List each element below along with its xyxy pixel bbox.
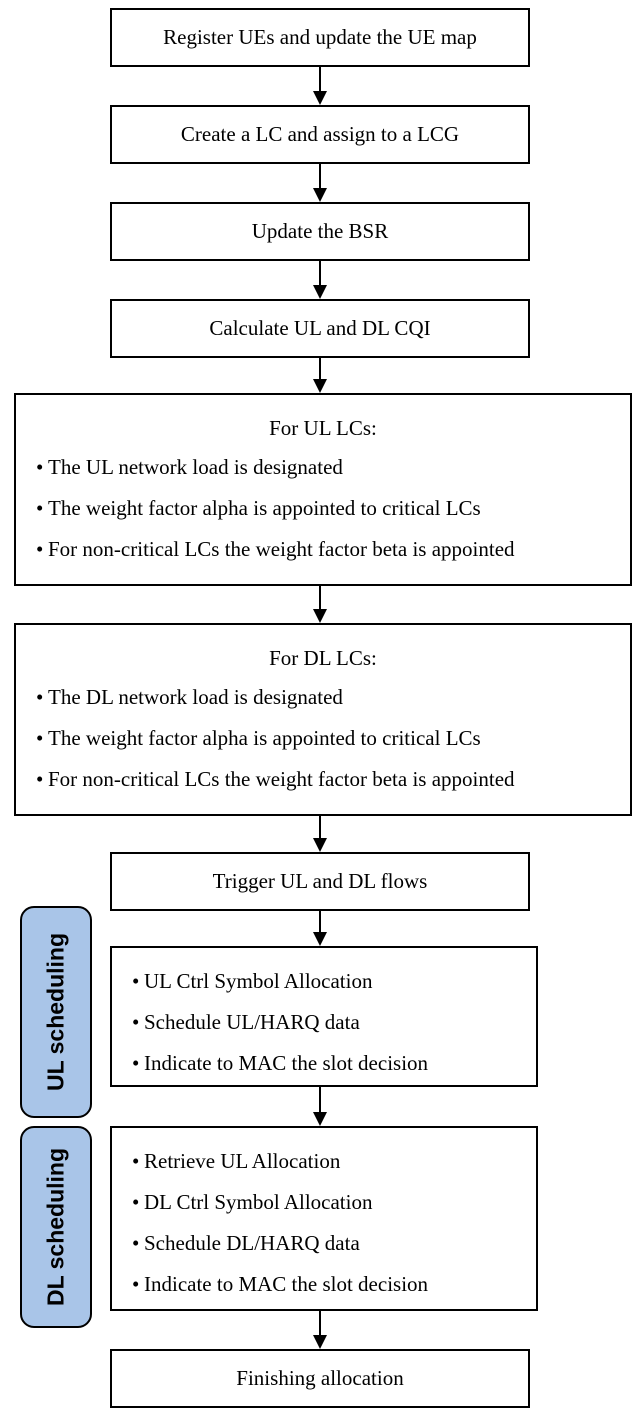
bullet: • bbox=[132, 1272, 140, 1296]
list-item: •The DL network load is designated bbox=[16, 677, 630, 718]
step-ul-scheduling: •UL Ctrl Symbol Allocation •Schedule UL/… bbox=[110, 946, 538, 1087]
list-item-text: Indicate to MAC the slot decision bbox=[144, 1272, 429, 1296]
step-trigger: Trigger UL and DL flows bbox=[110, 852, 530, 911]
list-item: •Schedule UL/HARQ data bbox=[112, 1002, 536, 1043]
list-item: •Schedule DL/HARQ data bbox=[112, 1223, 536, 1264]
step-finish: Finishing allocation bbox=[110, 1349, 530, 1408]
ul-scheduling-label-text: UL scheduling bbox=[42, 932, 69, 1092]
list-item: •For non-critical LCs the weight factor … bbox=[16, 759, 630, 800]
list-item-text: DL Ctrl Symbol Allocation bbox=[144, 1190, 373, 1214]
bullet: • bbox=[132, 969, 140, 993]
step-register-label: Register UEs and update the UE map bbox=[163, 25, 477, 49]
list-item: •Retrieve UL Allocation bbox=[112, 1141, 536, 1182]
step-dl-scheduling: •Retrieve UL Allocation •DL Ctrl Symbol … bbox=[110, 1126, 538, 1311]
step-trigger-label: Trigger UL and DL flows bbox=[212, 869, 428, 893]
list-item-text: Indicate to MAC the slot decision bbox=[144, 1051, 429, 1075]
bullet: • bbox=[132, 1149, 140, 1173]
list-item-text: For non-critical LCs the weight factor b… bbox=[48, 767, 515, 791]
step-dl-lcs: For DL LCs: •The DL network load is desi… bbox=[14, 623, 632, 816]
step-update-bsr-label: Update the BSR bbox=[251, 219, 389, 243]
step-create-lc-label: Create a LC and assign to a LCG bbox=[180, 122, 460, 146]
step-calc-cqi-label: Calculate UL and DL CQI bbox=[209, 316, 431, 340]
bullet: • bbox=[36, 767, 44, 791]
bullet: • bbox=[132, 1231, 140, 1255]
bullet: • bbox=[36, 537, 44, 561]
bullet: • bbox=[132, 1051, 140, 1075]
list-item: •For non-critical LCs the weight factor … bbox=[16, 529, 630, 570]
step-update-bsr: Update the BSR bbox=[110, 202, 530, 261]
list-item: •UL Ctrl Symbol Allocation bbox=[112, 961, 536, 1002]
step-calc-cqi: Calculate UL and DL CQI bbox=[110, 299, 530, 358]
step-create-lc: Create a LC and assign to a LCG bbox=[110, 105, 530, 164]
list-item-text: The weight factor alpha is appointed to … bbox=[48, 726, 481, 750]
step-ul-lcs: For UL LCs: •The UL network load is desi… bbox=[14, 393, 632, 586]
bullet: • bbox=[36, 496, 44, 520]
ul-scheduling-label: UL scheduling bbox=[20, 906, 92, 1118]
list-item: •DL Ctrl Symbol Allocation bbox=[112, 1182, 536, 1223]
list-item-text: For non-critical LCs the weight factor b… bbox=[48, 537, 515, 561]
bullet: • bbox=[132, 1190, 140, 1214]
list-item-text: Retrieve UL Allocation bbox=[144, 1149, 341, 1173]
step-finish-label: Finishing allocation bbox=[236, 1366, 404, 1390]
list-item: •The weight factor alpha is appointed to… bbox=[16, 488, 630, 529]
list-item-text: The DL network load is designated bbox=[48, 685, 343, 709]
list-item-text: The UL network load is designated bbox=[48, 455, 343, 479]
bullet: • bbox=[132, 1010, 140, 1034]
step-register: Register UEs and update the UE map bbox=[110, 8, 530, 67]
step-ul-lcs-title: For UL LCs: bbox=[269, 416, 377, 440]
bullet: • bbox=[36, 455, 44, 479]
list-item: •Indicate to MAC the slot decision bbox=[112, 1043, 536, 1084]
list-item-text: Schedule UL/HARQ data bbox=[144, 1010, 360, 1034]
list-item-text: Schedule DL/HARQ data bbox=[144, 1231, 360, 1255]
list-item-text: The weight factor alpha is appointed to … bbox=[48, 496, 481, 520]
step-dl-lcs-title: For DL LCs: bbox=[269, 646, 377, 670]
dl-scheduling-label: DL scheduling bbox=[20, 1126, 92, 1328]
list-item: •Indicate to MAC the slot decision bbox=[112, 1264, 536, 1305]
list-item: •The UL network load is designated bbox=[16, 447, 630, 488]
bullet: • bbox=[36, 726, 44, 750]
list-item-text: UL Ctrl Symbol Allocation bbox=[144, 969, 373, 993]
list-item: •The weight factor alpha is appointed to… bbox=[16, 718, 630, 759]
bullet: • bbox=[36, 685, 44, 709]
dl-scheduling-label-text: DL scheduling bbox=[42, 1147, 69, 1307]
